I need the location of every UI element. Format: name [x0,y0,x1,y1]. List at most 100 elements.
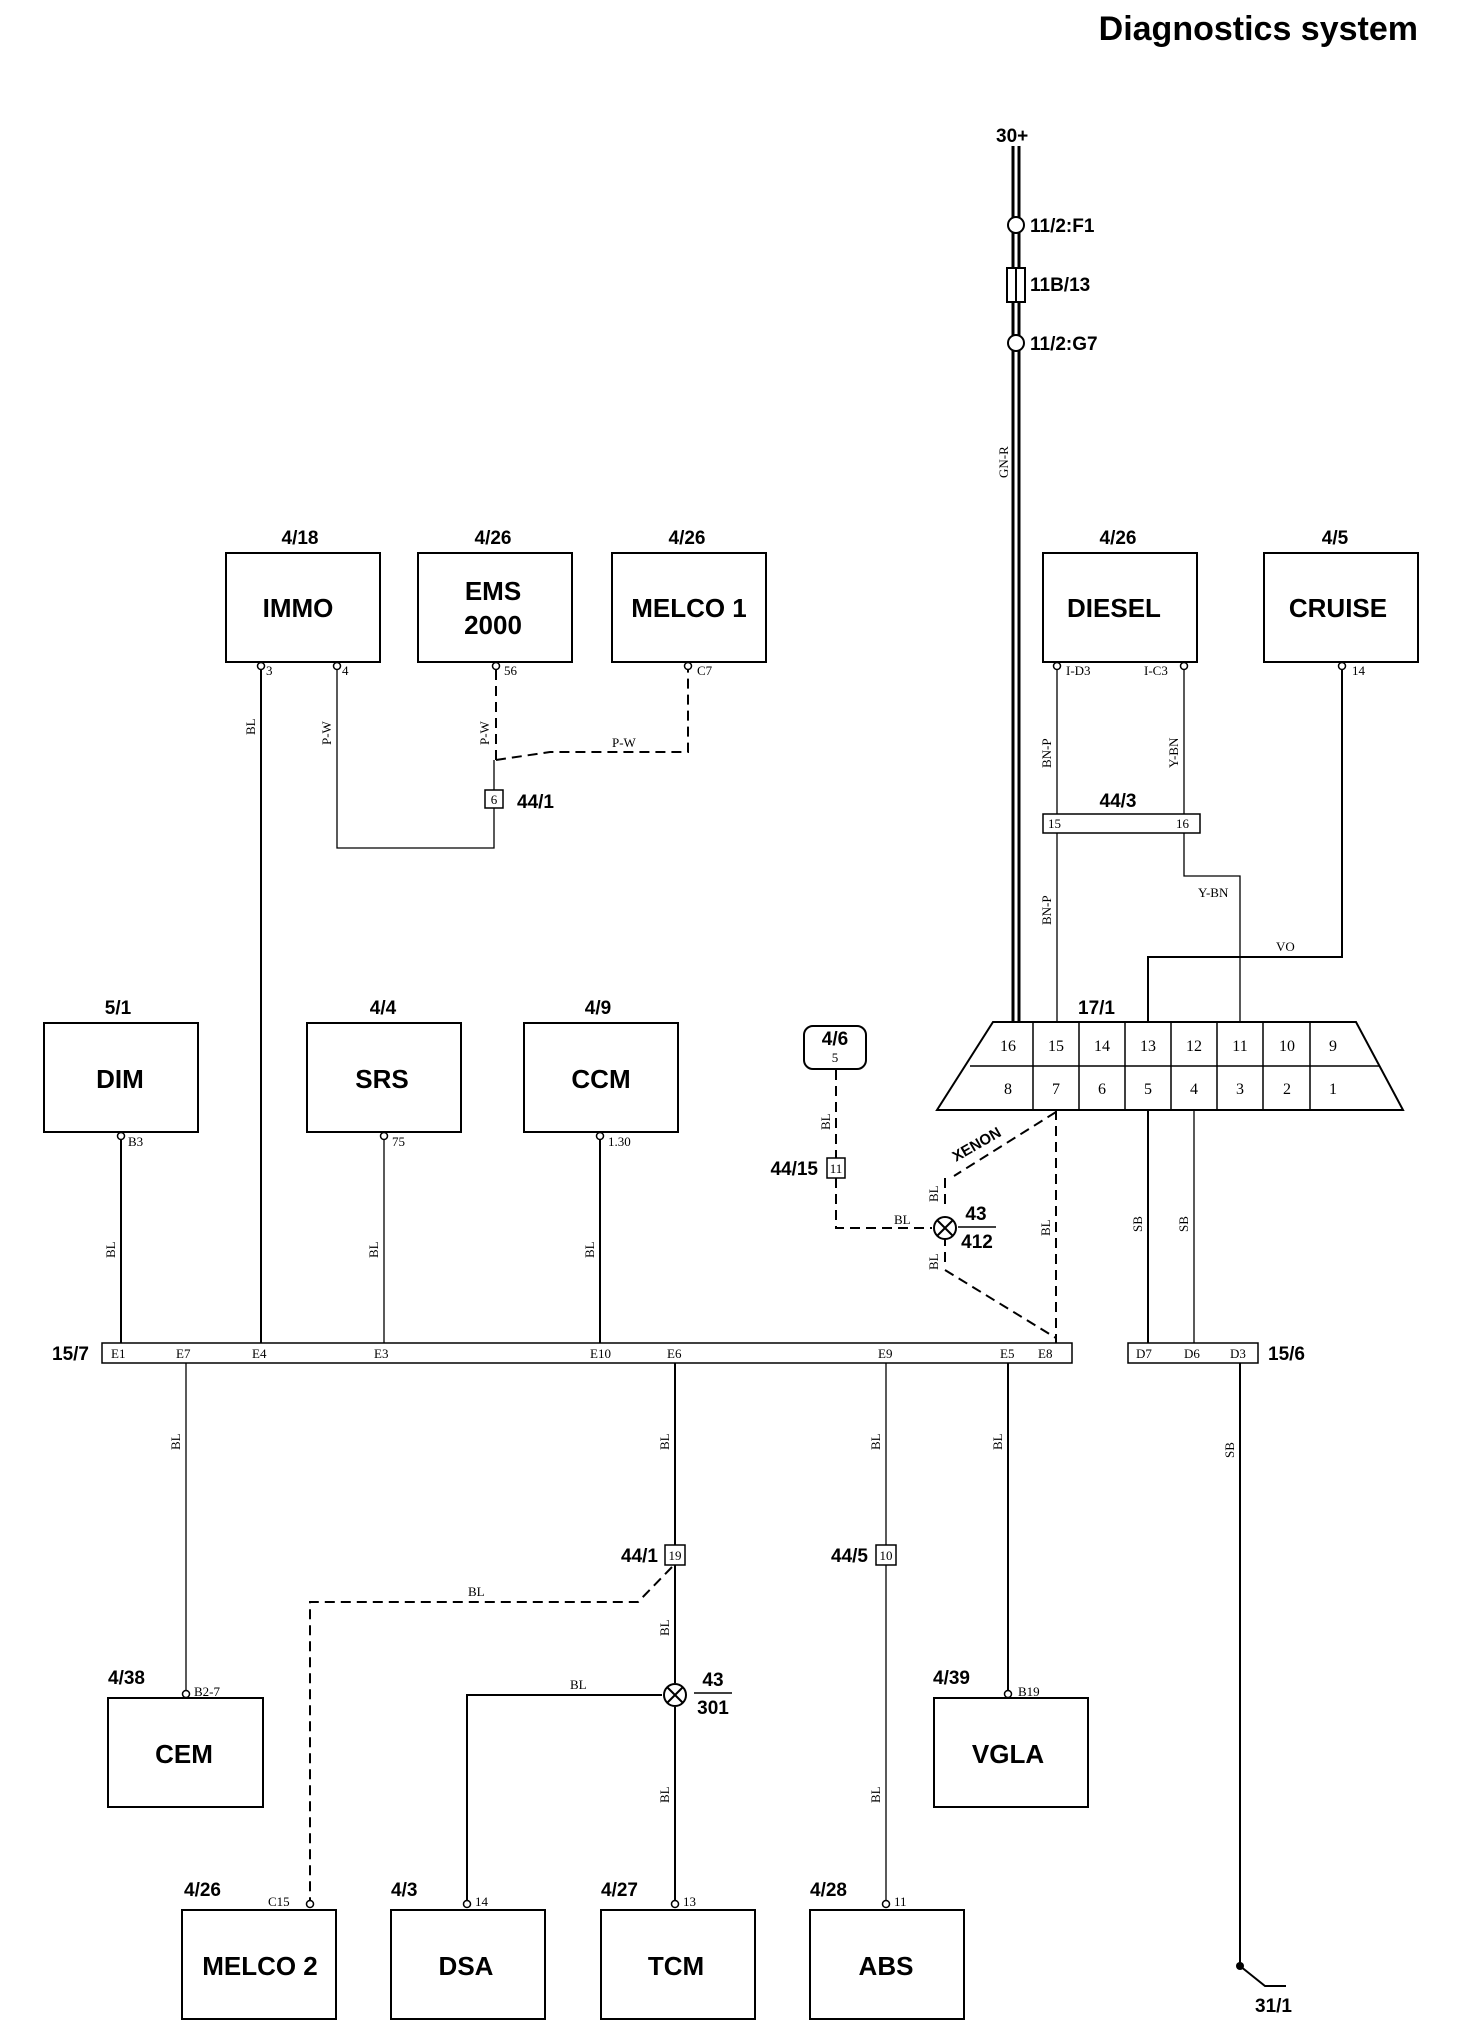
module-melco1-ref: 4/26 [669,528,706,549]
wire-color-sb-d6: SB [1176,1216,1191,1232]
wire-color-vgla-bl: BL [990,1433,1005,1450]
wire-color-tcm-bl: BL [657,1786,672,1803]
dlc-pin-1: 1 [1329,1081,1337,1098]
wire-color-diesel-ybn-low: Y-BN [1198,885,1229,900]
module-abs-pin: 11 [894,1894,907,1909]
splice-43-412: 43 412 [933,1204,996,1253]
dlc-pin-15: 15 [1048,1038,1064,1055]
module-ems-name-line2: 2000 [464,610,522,640]
module-diesel-name: DIESEL [1067,593,1161,623]
connector-44-1a-ref: 44/1 [517,792,554,813]
bus-pin-e5: E5 [1000,1346,1014,1361]
xenon-module [803,1025,867,1070]
module-melco-2: 4/26 MELCO 2 C15 [181,1880,337,2020]
wire-color-gn-r: GN-R [996,446,1011,478]
module-cruise-pin: 14 [1352,663,1366,678]
module-tcm: 4/27 TCM 13 [600,1880,756,2020]
bus-pin-e9: E9 [878,1346,892,1361]
wire-color-bl-xenon-a: BL [926,1185,941,1202]
module-diesel-pin-ic3: I-C3 [1144,663,1168,678]
module-srs-name: SRS [355,1064,408,1094]
bus-pin-d3: D3 [1230,1346,1246,1361]
dlc-pin-2: 2 [1283,1081,1291,1098]
module-melco2-name: MELCO 2 [202,1951,318,1981]
module-melco1-name: MELCO 1 [631,593,747,623]
module-diesel-ref: 4/26 [1100,528,1137,549]
wire-color-dim-bl: BL [103,1241,118,1258]
splice-301-den: 301 [697,1698,729,1719]
wire-color-immo-bl: BL [243,718,258,735]
module-dsa-ref: 4/3 [391,1880,417,1901]
diesel-cruise-wiring: BN-P BN-P Y-BN Y-BN 44/3 15 16 VO [1039,670,1343,1022]
connector-44-1-pin6 [484,789,504,809]
module-tcm-ref: 4/27 [601,1880,638,1901]
module-vgla-name: VGLA [972,1739,1044,1769]
dlc-pin-8: 8 [1004,1081,1012,1098]
wire-color-cruise-vo: VO [1276,939,1295,954]
dlc-pin-14: 14 [1094,1038,1110,1055]
wire-color-bl-xenon-b: BL [926,1253,941,1270]
module-immo: 4/18 IMMO 3 4 [225,528,381,678]
module-cem-pin: B2-7 [194,1684,221,1699]
module-srs-pin: 75 [392,1134,405,1149]
wire-color-e9-bl: BL [868,1433,883,1450]
bus-pin-e1: E1 [111,1346,125,1361]
bus-15-6: 15/6 D7 D6 D3 [1127,1342,1305,1365]
module-abs: 4/28 ABS 11 [809,1880,965,2020]
top-pin-dots [256,661,1347,671]
bus-15-7-ref: 15/7 [52,1344,89,1365]
wire-color-abs-bl: BL [868,1786,883,1803]
module-dim-ref: 5/1 [105,998,132,1019]
module-melco-1: 4/26 MELCO 1 C7 [611,528,767,678]
fuse-terminal-bottom-label: 11/2:G7 [1030,334,1098,355]
wire-color-dsa-bl: BL [570,1677,587,1692]
module-ccm-ref: 4/9 [585,998,611,1019]
wire-color-melco2-bl: BL [468,1584,485,1599]
module-ems-ref: 4/26 [475,528,512,549]
connector-44-3-ref: 44/3 [1100,791,1137,812]
wire-color-srs-bl: BL [366,1241,381,1258]
dlc-pin-16: 16 [1000,1038,1016,1055]
module-vgla-pin: B19 [1018,1684,1040,1699]
diagnostic-connector-17-1: 17/1 16 15 14 13 12 11 10 9 8 7 6 5 4 3 … [935,998,1405,1111]
splice-412-num: 43 [965,1204,986,1225]
bus-pin-e3: E3 [374,1346,388,1361]
dlc-pin-9: 9 [1329,1038,1337,1055]
bus-pin-e7: E7 [176,1346,191,1361]
connector-44-1a-pin: 6 [491,792,498,807]
supply-label: 30+ [996,126,1028,147]
splice-43-301: 43 301 [663,1670,732,1719]
connector-44-5-ref: 44/5 [831,1546,868,1567]
module-cruise-ref: 4/5 [1322,528,1349,549]
wire-color-ems-pw: P-W [477,720,492,745]
wire-color-e6-bl: BL [657,1433,672,1450]
dlc-pin-10: 10 [1279,1038,1295,1055]
fuse-terminal-top [1007,216,1025,234]
module-dsa-pin: 14 [475,1894,489,1909]
wire-color-melco1-pw: P-W [612,735,637,750]
page-title: Diagnostics system [1099,10,1418,48]
fuse-terminal-bottom [1007,334,1025,352]
module-melco1-pin: C7 [697,663,713,678]
ground-label: 31/1 [1255,1996,1292,2017]
module-immo-name: IMMO [263,593,334,623]
module-cem-ref: 4/38 [108,1668,145,1689]
module-ems-name-line1: EMS [465,576,521,606]
wire-color-ccm-bl: BL [582,1241,597,1258]
module-srs-ref: 4/4 [370,998,397,1019]
module-ccm-name: CCM [571,1064,630,1094]
fuse-terminal-top-label: 11/2:F1 [1030,216,1095,237]
lower-wiring: BL BL 19 44/1 BL BL BL BL 43 301 BL 10 4… [168,1363,1292,2017]
xenon-label: XENON [950,1124,1005,1165]
dlc-pin-11: 11 [1232,1038,1247,1055]
wire-color-ground-sb: SB [1222,1442,1237,1458]
module-abs-ref: 4/28 [810,1880,847,1901]
splice-412-den: 412 [961,1232,993,1253]
module-cruise-name: CRUISE [1289,593,1387,623]
bus-pin-e10: E10 [590,1346,611,1361]
wire-color-diesel-bnp-low: BN-P [1039,895,1054,925]
connector-44-15-pin: 11 [830,1161,843,1176]
connector-44-1b-pin: 19 [669,1548,682,1563]
bus-pin-d6: D6 [1184,1346,1200,1361]
